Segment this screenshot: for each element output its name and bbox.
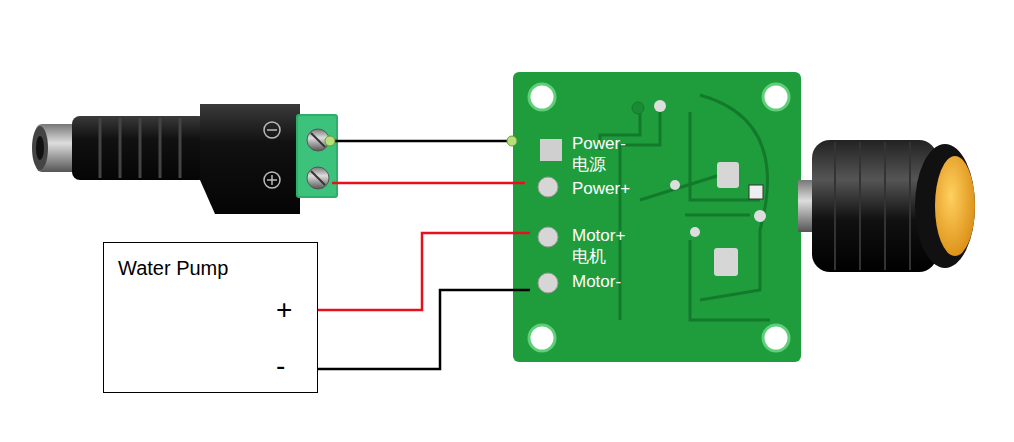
wires [312,136,530,369]
pwm-board-part [654,100,666,112]
pwm-board-part [538,227,558,247]
potentiometer-knob-part [915,144,975,268]
dc-jack-part-part [267,129,277,131]
pwm-board-part [690,227,700,237]
dc-jack-part [100,118,180,178]
pwm-board-part-part [700,95,768,300]
pwm-board-part [538,177,558,197]
terminal-label: Power+ [572,180,630,199]
dc-jack-part-part [139,118,142,178]
dc-jack-part-part [264,122,280,138]
dc-jack-part [296,114,338,198]
pwm-board-part-part [529,325,555,351]
potentiometer-knob-part-part [859,142,861,270]
dc-jack-part [200,104,300,214]
pwm-board-part [717,162,739,188]
dc-jack-part [72,116,207,180]
pwm-board-part [540,139,562,161]
pwm-board-part-part [640,175,720,200]
dc-jack-part-part [159,118,162,178]
dc-jack-part-part [179,118,182,178]
pwm-board-part [714,248,738,276]
wires-part [318,233,530,310]
potentiometer-knob-part [835,142,910,270]
potentiometer-knob-part-part [834,142,836,270]
dc-jack [32,104,338,214]
potentiometer-knob-part-part [909,142,911,270]
pwm-board-part [754,210,766,222]
pwm-board-part-part [763,325,789,351]
wires-part [330,140,512,143]
pwm-board-part-part [763,84,789,110]
dc-jack-part-part [119,118,122,178]
potentiometer-knob-part [935,156,975,256]
dc-jack-part-part [271,175,273,185]
dc-jack-part-part [99,118,102,178]
pwm-board-part-part [529,84,555,110]
pin-sign: - [276,351,285,382]
pwm-board-part [600,95,770,320]
wires-part [332,182,525,185]
pwm-board-part-part [685,214,750,217]
pwm-board-part [529,84,789,351]
potentiometer-knob [798,140,975,272]
dc-jack-part [307,167,329,189]
terminal-label: 电源 [572,156,606,175]
pin-sign: + [276,295,292,326]
dc-jack-part [36,136,44,160]
terminal-label: Power- [572,135,626,154]
wires-part [312,290,530,369]
pwm-board-part [670,180,680,190]
device-box: Water Pump + - [103,242,318,393]
pwm-board [513,72,801,362]
terminal-label: 电机 [572,248,606,267]
wires-part [507,136,517,146]
terminal-label: Motor- [572,273,621,292]
pwm-board-part [513,72,801,362]
dc-jack-part [298,116,336,196]
pwm-board-part [749,185,763,199]
potentiometer-knob-part-part [884,142,886,270]
dc-jack-part [264,122,280,188]
pwm-board-part [632,102,644,114]
dc-jack-part [311,171,325,185]
terminal-label: Motor+ [572,227,625,246]
pwm-board-part-part [690,240,770,320]
dc-jack-part [32,126,48,170]
dc-jack-part [311,133,325,147]
pwm-board-part-part [620,112,660,320]
wires-part [325,136,335,146]
device-name: Water Pump [118,257,228,279]
dc-jack-part-part [264,172,280,188]
pwm-board-part [538,273,558,293]
